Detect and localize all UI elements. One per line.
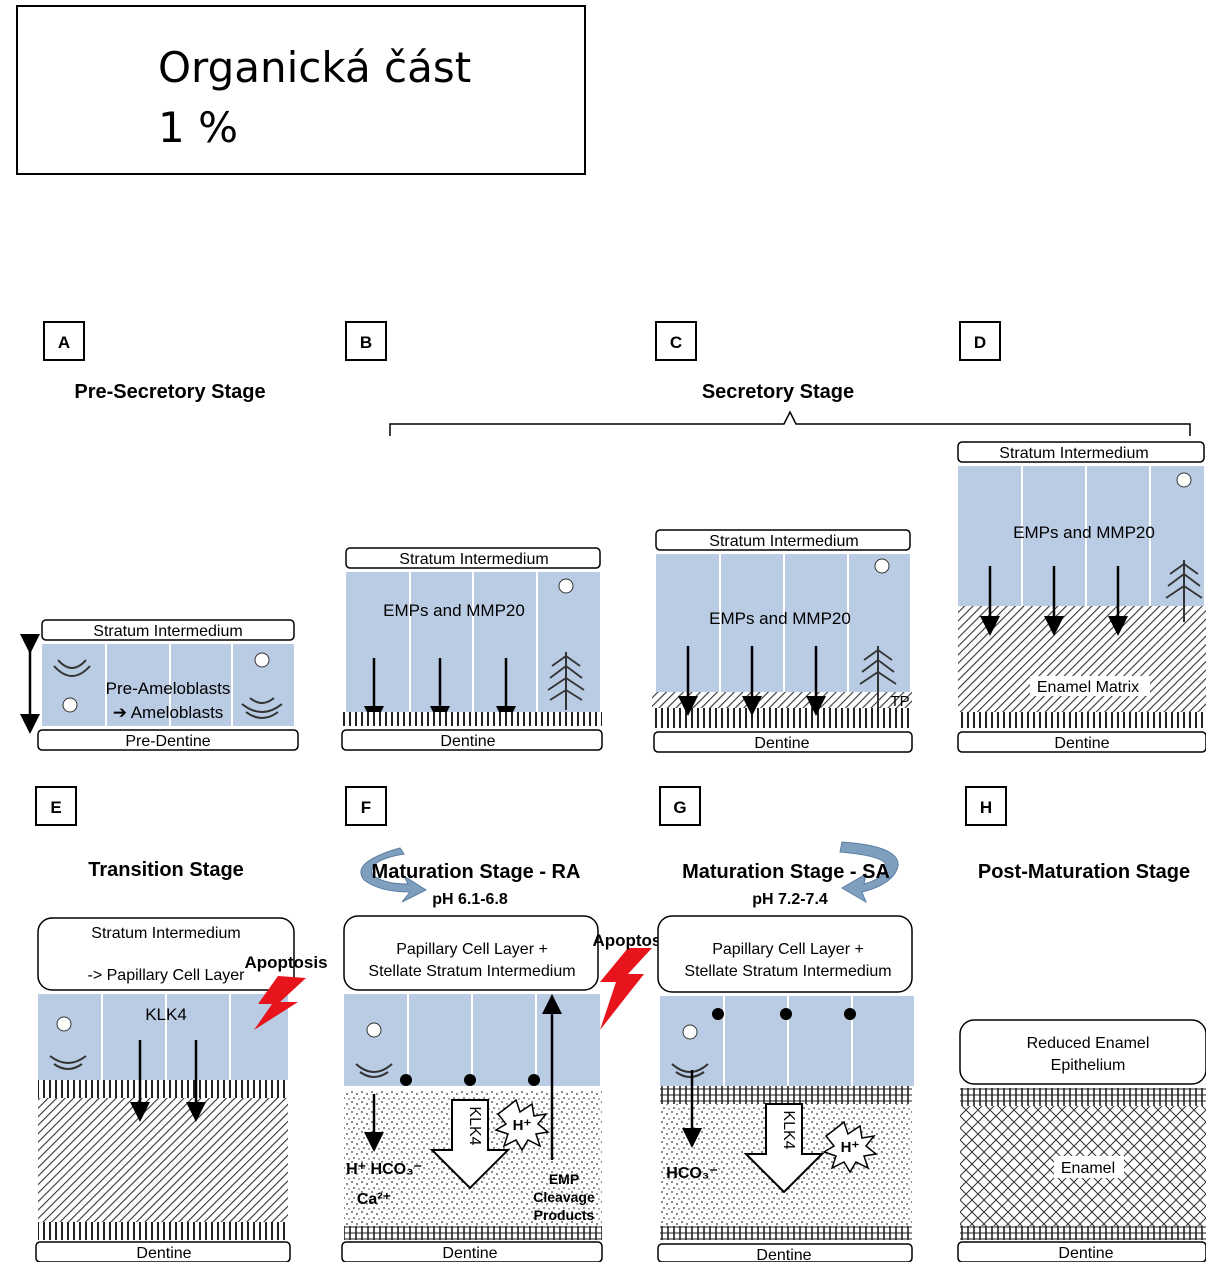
a-top-layer: Stratum Intermedium [93, 623, 242, 640]
letter-e: E [50, 798, 61, 817]
panel-d: Stratum Intermedium EMPs and MMP20 Ename… [957, 441, 1206, 753]
f-h-plus: H⁺ [513, 1117, 532, 1134]
b-bottom-layer: Dentine [440, 733, 495, 750]
letter-g: G [673, 798, 686, 817]
letter-b: B [360, 333, 372, 352]
g-apoptosis: Apoptosis [592, 931, 675, 950]
g-top-line2: Stellate Stratum Intermedium [684, 963, 891, 980]
stage-transition: Transition Stage [88, 859, 244, 881]
a-bottom-layer: Pre-Dentine [125, 733, 210, 750]
h-enamel: Enamel [1061, 1160, 1115, 1177]
h-top-line1: Reduced Enamel [1027, 1035, 1150, 1052]
letter-h: H [980, 798, 992, 817]
e-cell-label: KLK4 [145, 1005, 187, 1024]
title-line-2: 1 % [158, 103, 238, 152]
panel-g: Maturation Stage - SA pH 7.2-7.4 Apoptos… [592, 841, 914, 1262]
c-tp-label: TP [890, 693, 909, 710]
letter-c: C [670, 333, 682, 352]
panel-b: Stratum Intermedium EMPs and MMP20 Denti… [341, 547, 603, 751]
f-klk: KLK4 [466, 1106, 483, 1145]
title-line-1: Organická část [158, 43, 472, 92]
letter-d: D [974, 333, 986, 352]
d-top-layer: Stratum Intermedium [999, 445, 1148, 462]
f-rotate-arrow [360, 847, 428, 903]
c-bottom-layer: Dentine [754, 735, 809, 752]
b-cell-label: EMPs and MMP20 [383, 601, 525, 620]
f-ions-line1: H⁺ HCO₃⁻ [346, 1161, 422, 1178]
panel-a: Stratum Intermedium Pre-Ameloblasts ➔ Am… [20, 619, 299, 751]
f-top-line1: Papillary Cell Layer + [396, 941, 548, 958]
a-cell-line1: Pre-Ameloblasts [106, 679, 231, 698]
g-klk: KLK4 [780, 1110, 797, 1149]
d-bottom-layer: Dentine [1054, 735, 1109, 752]
f-emp-line1: EMP [549, 1171, 579, 1187]
f-ions-line2: Ca²⁺ [357, 1191, 391, 1208]
e-bottom-layer: Dentine [136, 1245, 191, 1262]
secretory-bracket [389, 410, 1191, 436]
panel-c: Stratum Intermedium EMPs and MMP20 TP De… [652, 529, 913, 753]
f-ph: pH 6.1-6.8 [432, 891, 508, 908]
g-ions: HCO₃⁻ [666, 1165, 717, 1182]
panel-f: Maturation Stage - RA pH 6.1-6.8 Papilla… [341, 847, 652, 1262]
f-stage: Maturation Stage - RA [372, 861, 581, 883]
h-bottom-layer: Dentine [1058, 1245, 1113, 1262]
e-top-line1: Stratum Intermedium [91, 925, 240, 942]
d-cell-label: EMPs and MMP20 [1013, 523, 1155, 542]
c-top-layer: Stratum Intermedium [709, 533, 858, 550]
f-bottom-layer: Dentine [442, 1245, 497, 1262]
letter-a: A [58, 333, 70, 352]
g-ph: pH 7.2-7.4 [752, 891, 828, 908]
title-box: Organická část 1 % [16, 5, 586, 175]
e-top-line2: -> Papillary Cell Layer [88, 967, 246, 984]
a-cell-line2: ➔ Ameloblasts [113, 703, 224, 722]
f-emp-line3: Products [534, 1207, 595, 1223]
h-stage: Post-Maturation Stage [978, 861, 1190, 883]
letter-f: F [361, 798, 371, 817]
g-top-line1: Papillary Cell Layer + [712, 941, 864, 958]
h-top-line2: Epithelium [1051, 1057, 1126, 1074]
f-top-line2: Stellate Stratum Intermedium [368, 963, 575, 980]
g-stage: Maturation Stage - SA [682, 861, 890, 883]
letter-boxes: A B C D E F G H [35, 321, 1007, 826]
g-rotate-arrow [839, 841, 899, 904]
f-emp-line2: Cleavage [533, 1189, 595, 1205]
g-h-plus: H⁺ [841, 1139, 860, 1156]
panel-h: Post-Maturation Stage Reduced Enamel Epi… [957, 861, 1206, 1262]
stage-secretory: Secretory Stage [702, 381, 854, 403]
b-top-layer: Stratum Intermedium [399, 551, 548, 568]
c-cell-label: EMPs and MMP20 [709, 609, 851, 628]
g-bottom-layer: Dentine [756, 1247, 811, 1262]
stage-pre-secretory: Pre-Secretory Stage [74, 381, 265, 403]
panel-e: Transition Stage Stratum Intermedium -> … [35, 859, 328, 1262]
e-apoptosis: Apoptosis [244, 953, 327, 972]
d-matrix-label: Enamel Matrix [1037, 679, 1139, 696]
